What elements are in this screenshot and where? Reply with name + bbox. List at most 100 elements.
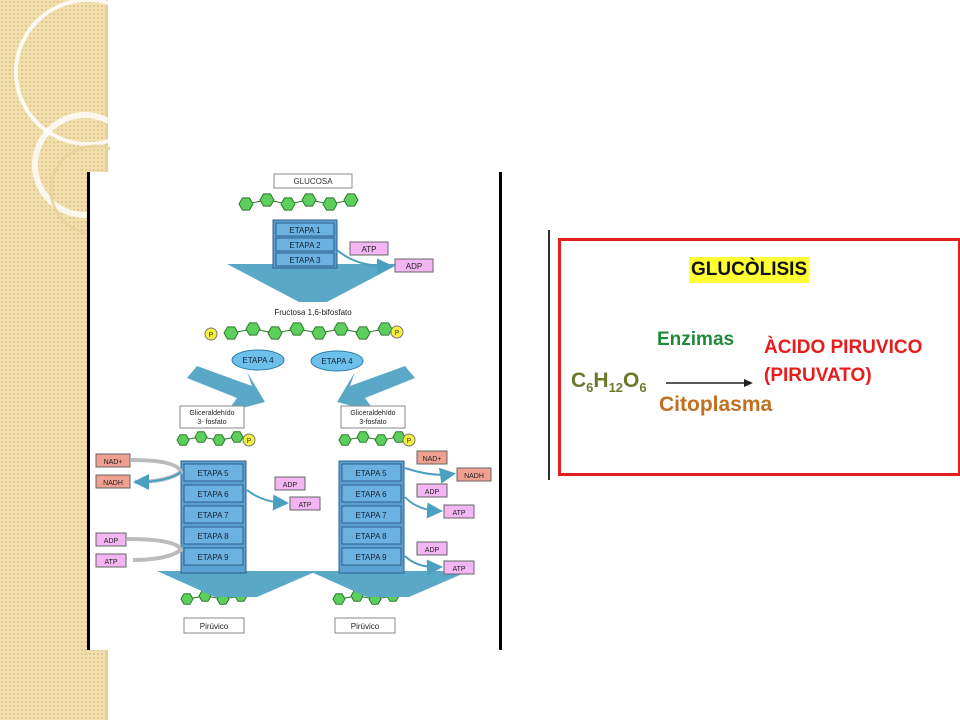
- nad-box: [95, 453, 131, 468]
- pathway-diagram: GLUCOSA ETAPA 1 ETAPA 2 ETAPA 3 ATP ADP …: [95, 173, 492, 634]
- step-label: ETAPA 9: [197, 553, 229, 562]
- carbon-hexagon: [280, 197, 296, 211]
- step-label: ETAPA 8: [197, 532, 229, 541]
- nad-label: NAD+: [423, 456, 442, 463]
- step-box: [183, 526, 244, 545]
- step-box: [341, 526, 402, 545]
- step-box: [183, 463, 244, 482]
- cofactor-label: ADP: [425, 547, 440, 554]
- carbon-hexagon: [289, 322, 305, 336]
- reaction-arrow-icon: [666, 379, 753, 387]
- carbon-hexagon: [377, 322, 393, 336]
- carbon-hexagon: [230, 431, 244, 443]
- carbon-hexagon: [355, 326, 371, 340]
- cofactor-box: [95, 532, 127, 547]
- cofactor-box: [416, 483, 448, 498]
- carbon-hexagon: [392, 431, 406, 443]
- product-label: ÀCIDO PIRUVICO: [764, 337, 923, 358]
- cofactor-box: [349, 241, 389, 256]
- step-ellipse: [231, 349, 285, 371]
- nad-label: NAD+: [104, 459, 123, 466]
- step-box: [275, 237, 335, 252]
- end-product-box: [183, 617, 245, 634]
- figure-separator: [548, 230, 550, 480]
- step-label: ETAPA 1: [289, 226, 321, 235]
- carbon-hexagon: [356, 431, 370, 443]
- phosphate-label: P: [247, 438, 252, 445]
- main-arrow-bottom-right: [309, 571, 469, 597]
- step-label: ETAPA 6: [355, 490, 387, 499]
- carbon-hexagon: [223, 326, 239, 340]
- glucose-formula: C6H12O6: [571, 369, 647, 396]
- step-label: ETAPA 9: [355, 553, 387, 562]
- branch-product-label: 3-fosfato: [359, 419, 386, 426]
- carbon-hexagon: [267, 326, 283, 340]
- step-label: ETAPA 3: [289, 256, 321, 265]
- carbon-hexagon: [238, 197, 254, 211]
- main-arrow-top: [227, 264, 399, 302]
- carbon-hexagon: [333, 322, 349, 336]
- cofactor-box: [416, 541, 448, 556]
- summary-title: GLUCÒLISIS: [689, 257, 810, 283]
- step-label: ETAPA 5: [197, 469, 229, 478]
- phosphate-label: P: [395, 330, 400, 337]
- cofactor-box: [289, 496, 321, 511]
- carbon-hexagon: [338, 434, 352, 446]
- cofactor-label: ATP: [362, 245, 377, 254]
- branch-product-label: Gliceraldehído: [350, 410, 395, 417]
- cofactor-box: [274, 476, 306, 491]
- carbon-hexagon: [332, 593, 346, 605]
- cofactor-box: [443, 504, 475, 519]
- cofactor-label: ATP: [104, 559, 117, 566]
- end-product-label: Pirúvico: [200, 622, 229, 631]
- split-arrow-right: [337, 366, 415, 412]
- step-label: ETAPA 7: [197, 511, 229, 520]
- carbon-hexagon: [245, 322, 261, 336]
- phosphate-circle: [402, 433, 416, 447]
- carbon-hexagon: [259, 193, 275, 207]
- cofactor-box: [95, 553, 127, 568]
- branch-product-label: Gliceraldehído: [189, 410, 234, 417]
- flow-arrow: [336, 249, 393, 275]
- location-label: Citoplasma: [659, 393, 773, 416]
- step-label: ETAPA 2: [289, 241, 321, 250]
- cofactor-label: ADP: [283, 482, 298, 489]
- main-arrow-bottom-left: [157, 571, 317, 597]
- step-label: ETAPA 5: [355, 469, 387, 478]
- cofactor-label: ATP: [452, 510, 465, 517]
- step-box: [183, 547, 244, 566]
- carbon-hexagon: [374, 434, 388, 446]
- glucose-label-box: [273, 173, 353, 189]
- nadh-box: [456, 467, 492, 482]
- carbon-hexagon: [343, 193, 359, 207]
- glucose-label: GLUCOSA: [293, 177, 333, 186]
- step-box: [275, 252, 335, 267]
- step-box: [341, 463, 402, 482]
- step-box: [341, 505, 402, 524]
- step-ellipse: [310, 350, 364, 372]
- step-box: [341, 484, 402, 503]
- step-label: ETAPA 4: [242, 356, 274, 365]
- cofactor-box: [394, 258, 434, 273]
- nadh-label: NADH: [464, 473, 484, 480]
- phosphate-label: P: [407, 438, 412, 445]
- nadh-box: [95, 474, 131, 489]
- branch-product-box: [340, 405, 406, 429]
- end-product-box: [334, 617, 396, 634]
- step-label: ETAPA 4: [321, 357, 353, 366]
- branch-product-label: 3- fosfato: [197, 419, 226, 426]
- cofactor-box: [443, 560, 475, 575]
- phosphate-circle: [390, 325, 404, 339]
- carbon-hexagon: [311, 326, 327, 340]
- cofactor-label: ATP: [298, 502, 311, 509]
- step-label: ETAPA 7: [355, 511, 387, 520]
- step-box: [341, 547, 402, 566]
- carbon-hexagon: [322, 197, 338, 211]
- branch-product-box: [179, 405, 245, 429]
- step-label: ETAPA 8: [355, 532, 387, 541]
- end-product-label: Pirúvico: [351, 622, 380, 631]
- figure-right-border: [499, 172, 502, 650]
- cofactor-label: ADP: [425, 489, 440, 496]
- summary-box: GLUCÒLISIS Enzimas C6H12O6 ÀCIDO PIRUVIC…: [558, 238, 960, 476]
- cofactor-label: ATP: [452, 566, 465, 573]
